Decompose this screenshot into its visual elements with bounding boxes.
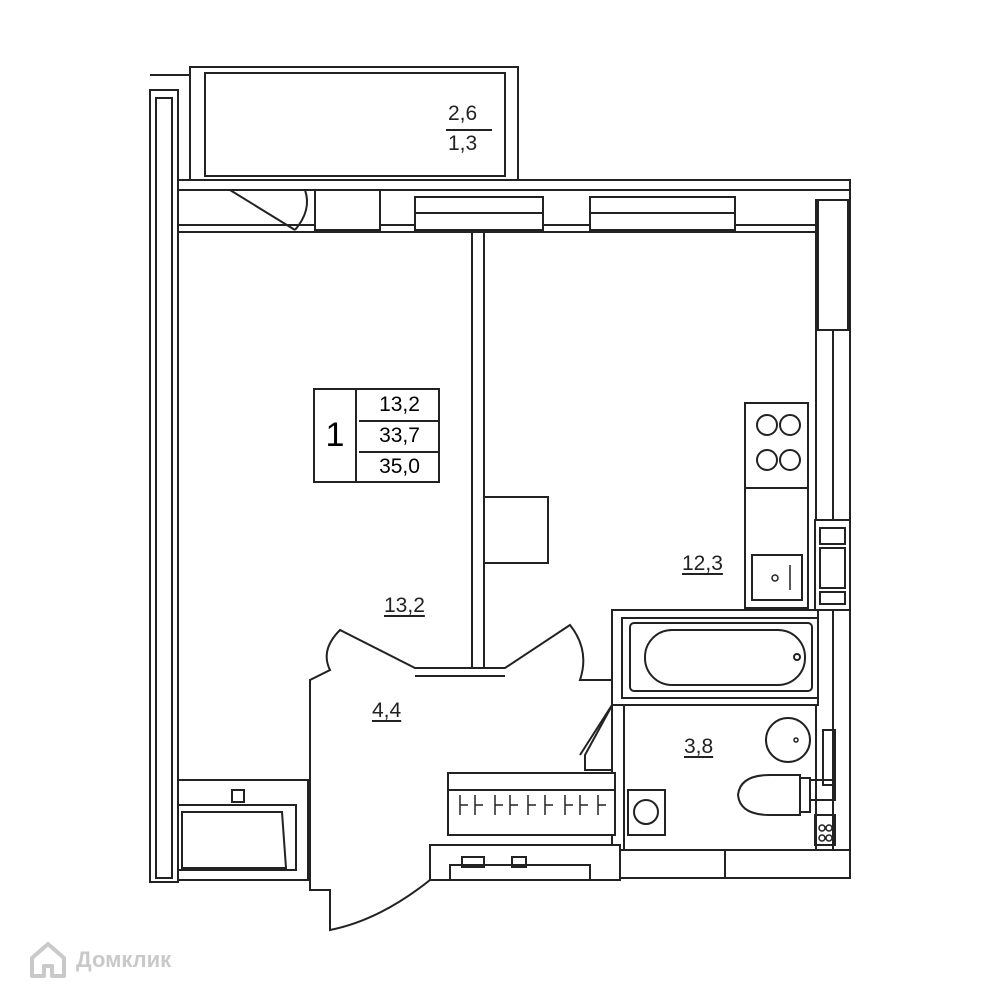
bathroom-area: 3,8	[684, 735, 714, 758]
hallway-area: 4,4	[372, 699, 402, 722]
washing-machine	[627, 789, 666, 836]
partition	[471, 231, 549, 673]
bathroom-walls	[579, 609, 819, 851]
area-legend: 1 13,2 33,7 35,0	[313, 388, 440, 483]
watermark: Домклик	[28, 940, 171, 980]
legend-total-area: 33,7	[359, 421, 440, 453]
balcony-area-reduced: 1,3	[448, 132, 478, 155]
shoe-cabinet	[429, 844, 621, 881]
kitchen-counter	[744, 487, 809, 609]
balcony-fraction-line	[446, 129, 492, 131]
bedroom-area: 13,2	[384, 594, 425, 617]
kitchen-window	[814, 519, 851, 611]
kitchen-area: 12,3	[682, 552, 723, 575]
boiler	[814, 814, 836, 846]
sink-bathroom	[765, 717, 836, 786]
balcony-area-primary: 2,6	[448, 102, 478, 125]
wardrobe	[447, 772, 616, 836]
legend-total-with-balcony: 35,0	[379, 455, 420, 478]
watermark-brand: Домклик	[76, 947, 172, 972]
legend-living-area: 13,2	[359, 390, 440, 422]
balcony-door	[229, 189, 308, 231]
radiator	[177, 779, 310, 881]
legend-room-count: 1	[315, 390, 357, 481]
outer-walls	[149, 89, 851, 883]
house-logo-icon	[30, 942, 66, 978]
stove	[744, 402, 809, 489]
bathtub	[629, 622, 813, 692]
balcony	[150, 66, 519, 181]
toilet	[736, 774, 836, 816]
